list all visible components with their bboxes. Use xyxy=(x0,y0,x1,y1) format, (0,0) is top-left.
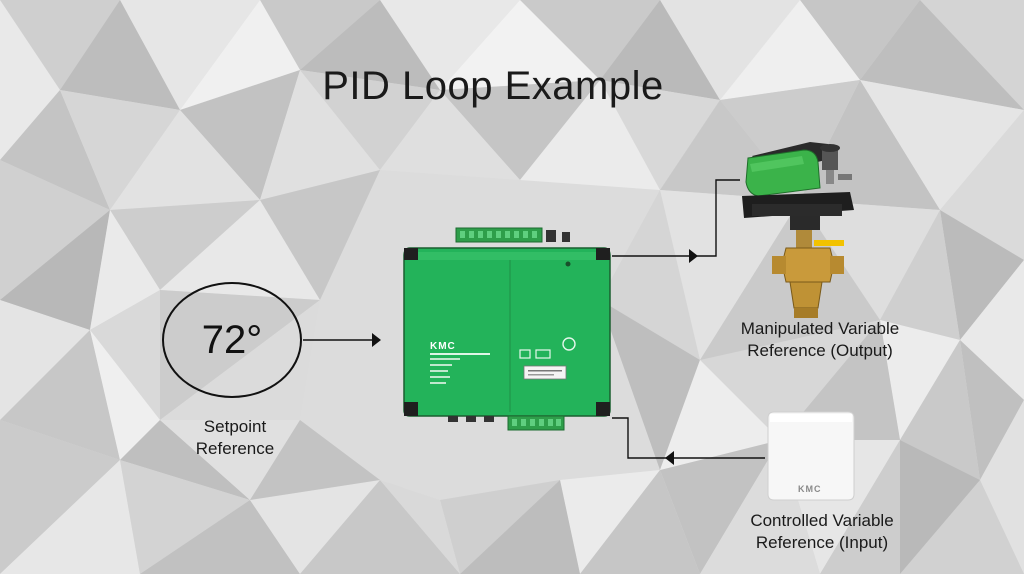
setpoint-caption-line1: Setpoint xyxy=(203,417,267,436)
setpoint-caption: Setpoint Reference xyxy=(170,416,300,460)
setpoint-caption-line2: Reference xyxy=(195,439,275,458)
sensor-brand-label: KMC xyxy=(798,484,822,494)
actuator-housing xyxy=(745,149,821,197)
certification-text-icon xyxy=(519,349,531,359)
diagram-title: PID Loop Example xyxy=(322,64,664,108)
input-arrowhead xyxy=(665,451,674,465)
input-caption-line1: Controlled Variable xyxy=(750,511,894,530)
setpoint-arrowhead xyxy=(372,333,381,347)
output-caption: Manipulated Variable Reference (Output) xyxy=(700,318,940,362)
input-caption: Controlled Variable Reference (Input) xyxy=(702,510,942,554)
valve-stem xyxy=(796,230,812,248)
fcc-mark-icon xyxy=(535,349,551,359)
controller-device-illustration: KMC xyxy=(403,227,611,431)
setpoint-circle: 72° xyxy=(162,282,302,398)
input-caption-line2: Reference (Input) xyxy=(755,533,889,552)
sensor-body xyxy=(767,411,855,501)
room-sensor-illustration: KMC xyxy=(767,411,855,501)
input-to-controller-line xyxy=(612,417,765,459)
output-caption-line2: Reference (Output) xyxy=(747,341,893,360)
valve-actuator-illustration xyxy=(742,142,854,318)
setpoint-value: 72° xyxy=(201,317,263,362)
valve-body xyxy=(781,247,835,283)
controller-serial-sticker xyxy=(523,365,567,380)
controller-to-output-line xyxy=(612,179,740,257)
output-caption-line1: Manipulated Variable xyxy=(740,319,900,338)
controller-body xyxy=(403,247,611,417)
controller-brand-label: KMC xyxy=(430,341,456,352)
certification-mark-icon xyxy=(562,337,576,351)
output-arrowhead xyxy=(689,249,698,263)
